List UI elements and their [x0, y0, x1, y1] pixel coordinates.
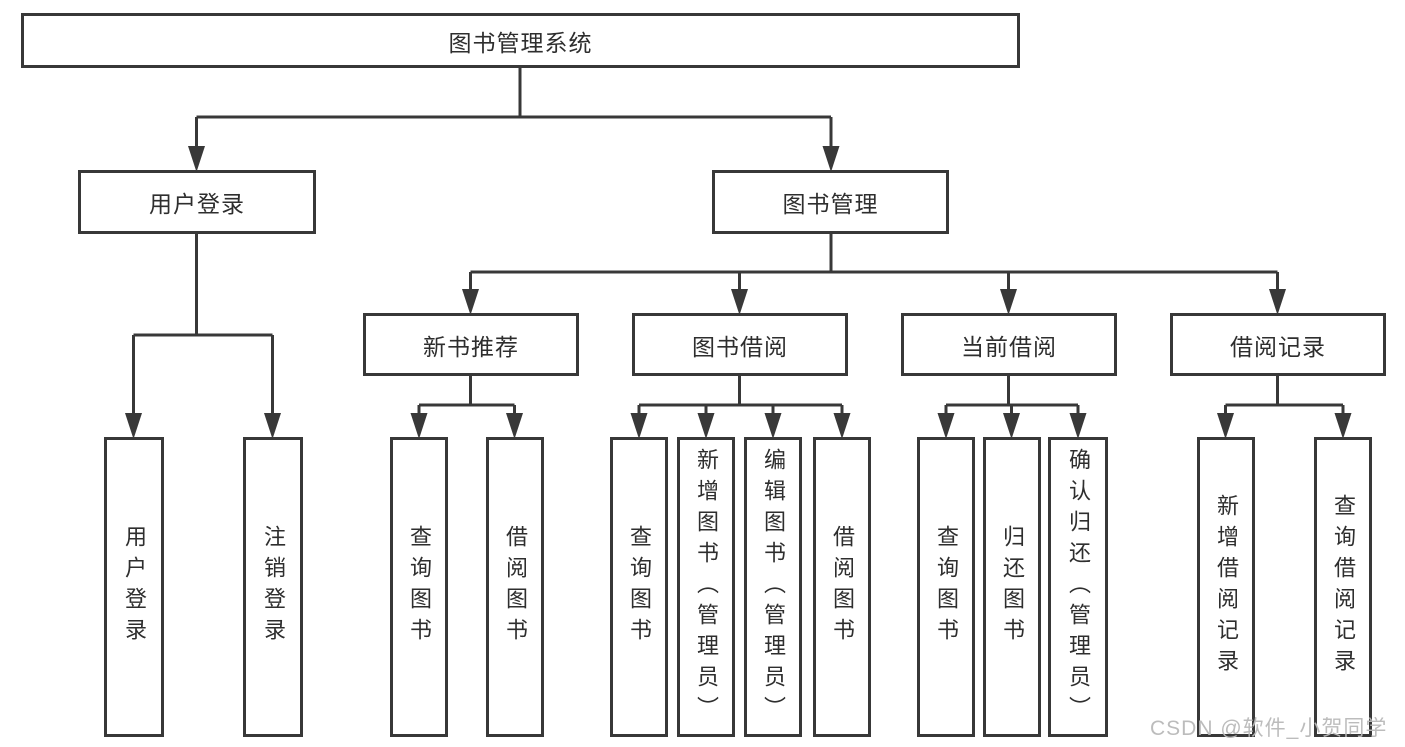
- arrowhead-icon: [697, 413, 715, 439]
- arrowhead-icon: [506, 413, 523, 439]
- connector-borrow-records-to-leaves: [1224, 375, 1345, 418]
- node-label: 用户登录: [122, 525, 147, 649]
- node-library-management-system: 图书管理系统: [21, 13, 1020, 68]
- node-label: 新增借阅记录: [1214, 494, 1239, 680]
- node-label: 图书管理系统: [448, 29, 593, 56]
- node-label: 归还图书: [1000, 525, 1025, 649]
- node-leaf-edit-books-admin: 编辑图书（管理员）: [744, 437, 802, 737]
- node-label: 查询图书: [407, 525, 432, 649]
- node-label: 图书借阅: [692, 333, 788, 360]
- node-label: 借阅图书: [503, 525, 528, 649]
- node-label: 确认归还（管理员）: [1066, 447, 1091, 727]
- node-leaf-query-books-nb: 查询图书: [390, 437, 448, 737]
- arrowhead-icon: [731, 289, 748, 315]
- arrowhead-icon: [1003, 413, 1020, 439]
- arrowhead-icon: [1334, 413, 1352, 439]
- node-leaf-query-books-bb: 查询图书: [610, 437, 668, 737]
- node-label: 用户登录: [149, 191, 245, 217]
- node-label: 查询图书: [934, 525, 959, 649]
- node-label: 查询借阅记录: [1331, 494, 1356, 680]
- node-current-borrowing: 当前借阅: [901, 313, 1117, 376]
- node-user-login: 用户登录: [78, 170, 316, 234]
- node-leaf-query-borrow-record: 查询借阅记录: [1314, 437, 1372, 737]
- connector-root-to-level2: [195, 66, 833, 150]
- arrowhead-icon: [822, 146, 840, 172]
- arrowhead-icon: [937, 413, 955, 439]
- node-leaf-logout-login: 注销登录: [243, 437, 303, 737]
- node-borrowing-records: 借阅记录: [1170, 313, 1386, 376]
- watermark: CSDN @软件_小贺同学: [1150, 717, 1388, 740]
- node-label: 查询图书: [627, 525, 652, 649]
- node-label: 图书管理: [782, 191, 879, 217]
- connector-new-book-to-leaves: [417, 375, 516, 418]
- connector-user-login-to-leaves: [132, 233, 274, 418]
- node-book-borrowing: 图书借阅: [632, 313, 848, 376]
- arrowhead-icon: [188, 146, 205, 172]
- node-leaf-return-books: 归还图书: [983, 437, 1041, 737]
- node-leaf-query-books-cb: 查询图书: [917, 437, 975, 737]
- arrowhead-icon: [1069, 413, 1087, 439]
- connector-book-borrow-to-leaves: [637, 375, 844, 418]
- arrowhead-icon: [1000, 289, 1017, 315]
- node-leaf-add-borrow-record: 新增借阅记录: [1197, 437, 1255, 737]
- node-leaf-confirm-return-admin: 确认归还（管理员）: [1048, 437, 1108, 737]
- node-label: 当前借阅: [961, 333, 1057, 360]
- arrowhead-icon: [630, 413, 648, 439]
- node-leaf-borrow-books-nb: 借阅图书: [486, 437, 544, 737]
- connector-current-borrow-to-leaves: [944, 375, 1080, 418]
- node-label: 新书推荐: [423, 333, 519, 360]
- node-leaf-borrow-books-bb: 借阅图书: [813, 437, 871, 737]
- node-leaf-user-login: 用户登录: [104, 437, 164, 737]
- arrowhead-icon: [1217, 413, 1234, 439]
- connector-book-management-to-level3: [469, 233, 1279, 292]
- node-new-book-recommendation: 新书推荐: [363, 313, 579, 376]
- node-leaf-add-books-admin: 新增图书（管理员）: [677, 437, 735, 737]
- arrowhead-icon: [764, 413, 782, 439]
- node-book-management: 图书管理: [712, 170, 949, 234]
- node-label: 编辑图书（管理员）: [761, 447, 786, 727]
- arrowhead-icon: [264, 413, 281, 439]
- arrowhead-icon: [125, 413, 142, 439]
- node-label: 注销登录: [261, 525, 286, 649]
- arrowhead-icon: [833, 413, 851, 439]
- node-label: 新增图书（管理员）: [694, 447, 719, 727]
- node-label: 借阅记录: [1230, 333, 1326, 360]
- arrowhead-icon: [1269, 289, 1286, 315]
- arrowhead-icon: [462, 289, 479, 315]
- node-label: 借阅图书: [830, 525, 855, 649]
- arrowhead-icon: [410, 413, 428, 439]
